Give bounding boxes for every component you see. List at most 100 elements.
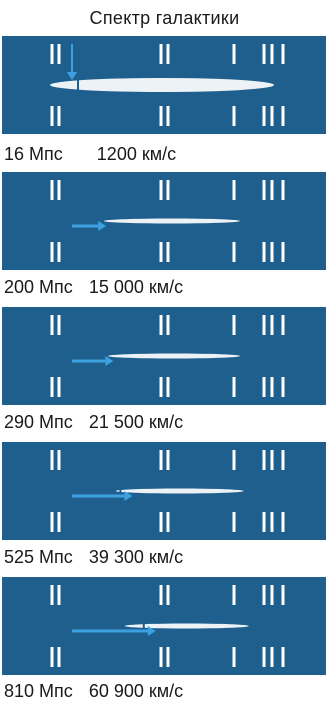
reference-line-bottom	[232, 647, 236, 667]
reference-line-top	[232, 44, 236, 64]
spectrum-panel	[2, 172, 326, 270]
absorption-line	[119, 485, 122, 497]
reference-line-top	[281, 315, 285, 335]
spectrum-panel	[2, 307, 326, 405]
reference-line-top	[159, 450, 163, 470]
spectrum-graphic	[50, 315, 285, 397]
galaxy-spectrum-band	[107, 353, 240, 359]
reference-line-top	[270, 44, 274, 64]
reference-line-bottom	[50, 377, 54, 397]
spectrum-graphic	[50, 180, 285, 262]
reference-line-bottom	[166, 377, 170, 397]
reference-line-bottom	[270, 377, 274, 397]
reference-line-top	[57, 585, 61, 605]
distance-label: 290 Мпс	[4, 412, 73, 432]
reference-line-top	[57, 180, 61, 200]
reference-line-bottom	[270, 512, 274, 532]
galaxy-spectrum-band	[50, 78, 274, 92]
reference-line-bottom	[262, 377, 266, 397]
reference-line-bottom	[281, 242, 285, 262]
reference-line-top	[262, 585, 266, 605]
reference-line-bottom	[57, 106, 61, 126]
reference-line-bottom	[262, 242, 266, 262]
reference-line-top	[270, 180, 274, 200]
reference-line-top	[159, 44, 163, 64]
redshift-arrowhead	[124, 491, 133, 501]
reference-line-top	[281, 44, 285, 64]
reference-line-bottom	[281, 512, 285, 532]
reference-line-bottom	[57, 242, 61, 262]
reference-line-top	[270, 585, 274, 605]
galaxy-spectrum-band	[124, 623, 249, 629]
reference-line-bottom	[262, 512, 266, 532]
reference-line-bottom	[232, 242, 236, 262]
distance-label: 525 Мпс	[4, 547, 73, 567]
reference-line-bottom	[281, 647, 285, 667]
reference-line-top	[57, 44, 61, 64]
velocity-label: 21 500 км/с	[88, 412, 184, 432]
reference-line-bottom	[57, 647, 61, 667]
reference-line-top	[270, 450, 274, 470]
reference-line-top	[262, 315, 266, 335]
reference-line-top	[232, 585, 236, 605]
reference-line-bottom	[50, 647, 54, 667]
reference-line-top	[166, 315, 170, 335]
reference-line-top	[281, 585, 285, 605]
reference-line-top	[159, 180, 163, 200]
reference-line-top	[281, 450, 285, 470]
reference-line-bottom	[270, 647, 274, 667]
spectrum-panel	[2, 36, 326, 134]
reference-line-bottom	[159, 106, 163, 126]
distance-label: 200 Мпс	[4, 277, 73, 297]
spectrum-graphic	[50, 44, 285, 126]
spectrum-caption: 525 Мпс 39 300 км/с	[4, 547, 183, 568]
distance-label: 16 Мпс	[4, 144, 63, 164]
reference-line-bottom	[159, 647, 163, 667]
absorption-line	[100, 350, 103, 362]
figure-title: Спектр галактики	[89, 8, 240, 28]
reference-line-top	[281, 180, 285, 200]
reference-line-top	[50, 315, 54, 335]
spectrum-panel	[2, 577, 326, 675]
reference-line-bottom	[166, 106, 170, 126]
spectrum-panel	[2, 442, 326, 540]
velocity-label: 39 300 км/с	[88, 547, 184, 567]
reference-line-top	[262, 450, 266, 470]
spectrum-graphic	[50, 585, 285, 667]
reference-line-bottom	[159, 242, 163, 262]
reference-line-top	[166, 585, 170, 605]
reference-line-top	[232, 180, 236, 200]
reference-line-bottom	[281, 377, 285, 397]
reference-line-top	[50, 44, 54, 64]
absorption-line	[93, 215, 96, 227]
reference-line-top	[50, 450, 54, 470]
absorption-line	[142, 620, 145, 632]
spectrum-graphic	[50, 450, 285, 532]
velocity-label: 1200 км/с	[96, 144, 177, 164]
redshift-arrowhead	[105, 356, 114, 366]
reference-line-bottom	[159, 377, 163, 397]
reference-line-bottom	[50, 106, 54, 126]
reference-line-bottom	[166, 647, 170, 667]
velocity-label: 60 900 км/с	[88, 681, 184, 701]
reference-line-bottom	[57, 512, 61, 532]
reference-line-top	[57, 450, 61, 470]
reference-line-top	[159, 585, 163, 605]
reference-line-bottom	[50, 512, 54, 532]
reference-line-top	[270, 315, 274, 335]
reference-line-bottom	[270, 242, 274, 262]
reference-line-top	[159, 315, 163, 335]
reference-line-top	[50, 585, 54, 605]
reference-line-bottom	[159, 512, 163, 532]
reference-line-bottom	[166, 512, 170, 532]
reference-line-top	[166, 44, 170, 64]
reference-line-top	[262, 44, 266, 64]
spectrum-caption: 16 Мпс 1200 км/с	[4, 144, 176, 165]
reference-line-top	[232, 315, 236, 335]
reference-line-top	[50, 180, 54, 200]
velocity-label: 15 000 км/с	[88, 277, 184, 297]
distance-label: 810 Мпс	[4, 681, 73, 701]
reference-line-bottom	[281, 106, 285, 126]
reference-line-bottom	[57, 377, 61, 397]
reference-line-top	[166, 180, 170, 200]
